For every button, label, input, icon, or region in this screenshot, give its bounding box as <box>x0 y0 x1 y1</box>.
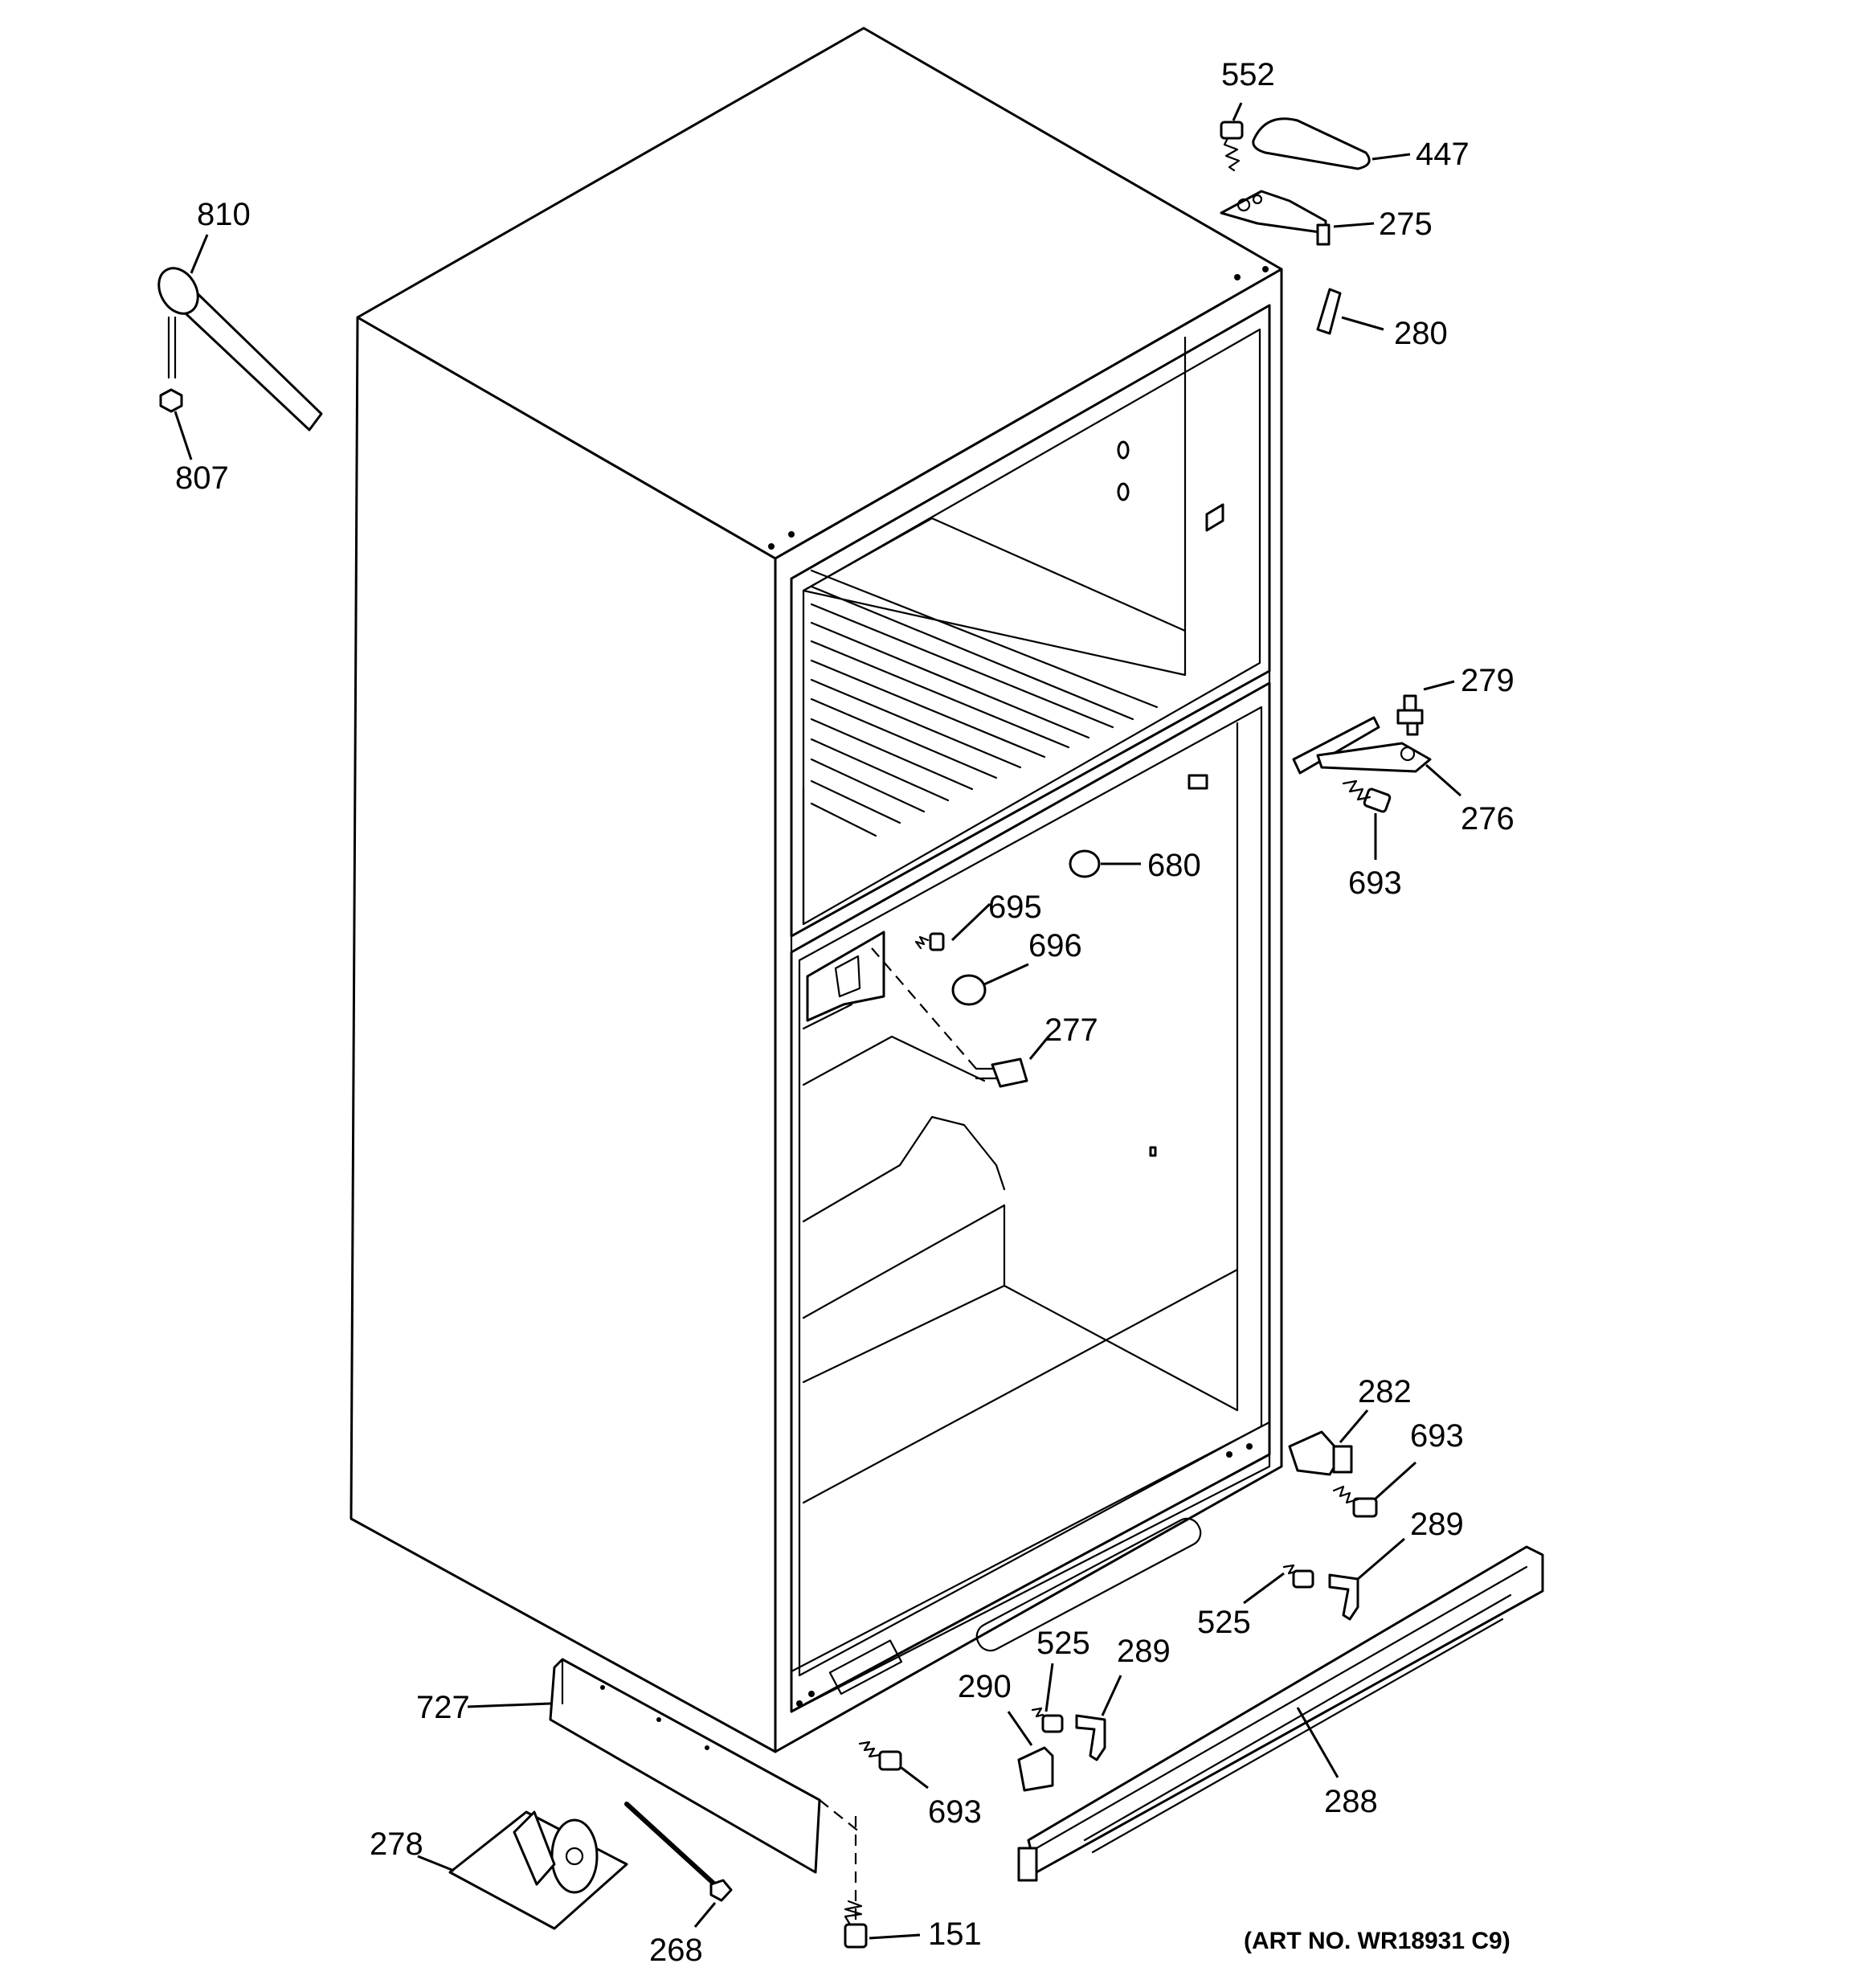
screw-693-bottom-icon <box>858 1741 902 1771</box>
leader-lines <box>174 102 1461 1940</box>
callout-277: 277 <box>1044 1012 1098 1048</box>
panel-727-icon <box>549 1658 821 1874</box>
callout-276: 276 <box>1461 801 1514 837</box>
callout-278: 278 <box>370 1826 423 1862</box>
cap-696-icon <box>951 974 987 1006</box>
callout-693-middle: 693 <box>1348 865 1402 901</box>
assembly-line <box>871 947 977 1070</box>
callout-289-upper: 289 <box>1410 1507 1464 1542</box>
tube-810-icon <box>157 267 323 432</box>
callout-279: 279 <box>1461 663 1514 698</box>
callout-525-lower: 525 <box>1036 1626 1090 1661</box>
plug-680-icon <box>1069 849 1101 878</box>
bottom-hinge-282-icon <box>1288 1430 1353 1476</box>
top-hinge-275-icon <box>1220 190 1331 246</box>
shim-280-icon <box>1316 288 1342 335</box>
hinge-cap-447-icon <box>1252 117 1371 170</box>
callout-290: 290 <box>958 1669 1012 1704</box>
nut-807-icon <box>159 388 183 413</box>
callout-695: 695 <box>988 890 1042 925</box>
callout-280: 280 <box>1394 316 1448 351</box>
callout-151: 151 <box>928 1916 982 1952</box>
callout-696: 696 <box>1028 928 1082 963</box>
door-stop-277-icon <box>975 1057 1028 1088</box>
refrigerator-cabinet <box>350 27 1283 1753</box>
screw-525-upper-icon <box>1282 1564 1314 1589</box>
screw-695-icon <box>914 932 945 951</box>
callout-289-lower: 289 <box>1117 1634 1171 1669</box>
callout-525-upper: 525 <box>1197 1605 1251 1640</box>
callout-807: 807 <box>175 460 229 496</box>
callout-727: 727 <box>416 1690 470 1725</box>
screw-693-middle-icon <box>1342 779 1392 813</box>
callout-268: 268 <box>649 1933 703 1968</box>
callout-693-lower: 693 <box>1410 1418 1464 1454</box>
clip-289-lower-icon <box>1075 1714 1106 1761</box>
roller-278-icon <box>448 1810 628 1930</box>
callout-275: 275 <box>1379 207 1433 242</box>
hinge-pin-279-icon <box>1396 694 1424 736</box>
callout-288: 288 <box>1324 1784 1378 1819</box>
callout-693-bottom: 693 <box>928 1794 982 1830</box>
freezer-floor-ribs <box>810 569 1159 837</box>
screw-693-lower-icon <box>1332 1485 1378 1518</box>
callout-552: 552 <box>1221 57 1275 92</box>
screw-552-icon <box>1220 121 1244 172</box>
screw-151-icon <box>844 1900 868 1949</box>
center-hinge-276-icon <box>1292 716 1432 775</box>
art-number: (ART NO. WR18931 C9) <box>1244 1928 1510 1954</box>
assembly-line <box>819 1799 860 1833</box>
callout-282: 282 <box>1358 1374 1412 1409</box>
screw-525-lower-icon <box>1031 1707 1064 1733</box>
callout-680: 680 <box>1147 848 1201 883</box>
clip-289-upper-icon <box>1328 1573 1359 1621</box>
base-grille-288-icon <box>1017 1545 1544 1882</box>
callout-447: 447 <box>1416 137 1470 172</box>
rod-268-icon <box>624 1802 733 1902</box>
spacer-290-icon <box>1017 1746 1054 1792</box>
callout-810: 810 <box>197 197 251 232</box>
